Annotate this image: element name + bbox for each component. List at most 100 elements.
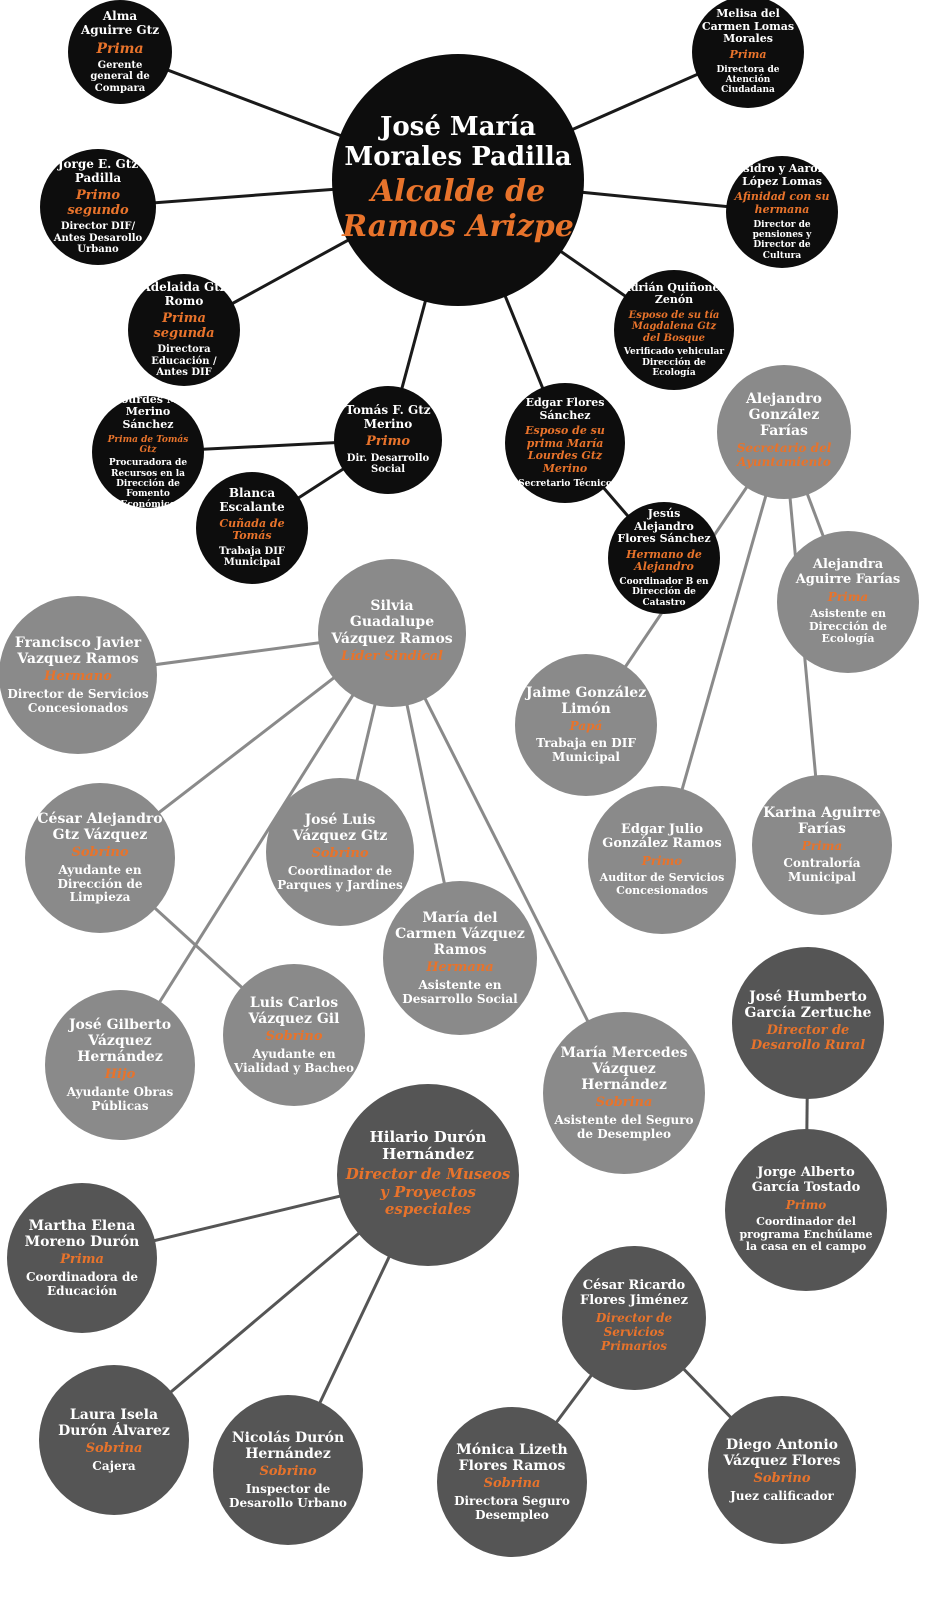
position-label: Directora de Atención Ciudadana <box>716 64 780 96</box>
position-label: Dir. Desarrollo Social <box>346 452 430 476</box>
person-name: César Alejandro Gtz Vázquez <box>37 810 163 843</box>
relation-label: Papá <box>569 719 603 734</box>
relation-label: Prima <box>96 40 144 57</box>
relation-label: Sobrino <box>753 1470 811 1486</box>
relation-label: Cuñada de Tomás <box>219 516 285 543</box>
person-name: Alejandra Aguirre Farías <box>795 557 901 588</box>
relation-label: Primo <box>785 1198 827 1213</box>
position-label: Trabaja en DIF Municipal <box>536 736 636 764</box>
relation-label: Esposo de su tía Magdalena Gtz del Bosqu… <box>628 309 720 344</box>
person-name: Jaime González Limón <box>525 685 647 718</box>
relation-label: Sobrina <box>483 1475 541 1491</box>
relation-label: Prima de Tomás Gtz <box>107 434 189 456</box>
person-name: Lourdes M. Merino Sánchez <box>113 392 183 432</box>
position-label: Trabaja DIF Municipal <box>219 545 285 569</box>
relation-label: Sobrina <box>85 1440 143 1456</box>
person-name: Jorge Alberto García Tostado <box>751 1165 861 1196</box>
person-name: José Luis Vázquez Gtz <box>292 811 388 844</box>
position-label: Contraloría Municipal <box>783 856 861 884</box>
person-name: Blanca Escalante <box>219 486 285 514</box>
person-name: Jorge E. Gtz Padilla <box>57 157 139 185</box>
person-name: Melisa del Carmen Lomas Morales <box>701 7 795 46</box>
position-label: Coordinador de Parques y Jardines <box>277 863 403 892</box>
position-label: Auditor de Servicios Concesionados <box>599 871 725 897</box>
person-name: Karina Aguirre Farías <box>763 805 881 838</box>
relation-label: Sobrina <box>595 1094 653 1110</box>
relation-label: Hermano <box>44 668 112 684</box>
position-label: Asistente del Seguro de Desempleo <box>554 1112 694 1141</box>
relation-label: Prima <box>827 590 869 605</box>
relation-label: Director de Museos y Proyectos especiale… <box>345 1165 511 1218</box>
person-name: Laura Isela Durón Álvarez <box>58 1406 170 1439</box>
person-name: Francisco Javier Vazquez Ramos <box>14 634 142 667</box>
position-label: Secretario Técnico <box>518 478 612 489</box>
person-name: Martha Elena Moreno Durón <box>24 1217 140 1250</box>
relation-label: Alcalde de Ramos Arizpe <box>342 174 574 244</box>
person-name: Hilario Durón Hernández <box>369 1127 487 1164</box>
person-name: Nicolás Durón Hernández <box>231 1429 345 1462</box>
relation-label: Prima <box>60 1251 104 1267</box>
relation-label: Prima <box>729 48 767 62</box>
position-label: Ayudante en Vialidad y Bacheo <box>233 1046 355 1075</box>
link-silvia-mercedes <box>390 632 626 1094</box>
position-label: Inspector de Desarollo Urbano <box>229 1481 347 1510</box>
position-label: Director de Servicios Concesionados <box>7 686 149 715</box>
person-name: Edgar Julio González Ramos <box>602 821 722 852</box>
person-name: Diego Antonio Vázquez Flores <box>723 1436 841 1469</box>
link-silvia-gilberto <box>118 632 394 1066</box>
position-label: Ayudante Obras Públicas <box>66 1084 174 1113</box>
relation-label: Secretario del Ayuntamiento <box>736 441 832 470</box>
position-label: Director DIF/ Antes Desarollo Urbano <box>53 221 143 256</box>
person-name: María del Carmen Vázquez Ramos <box>395 909 525 958</box>
person-name: Luis Carlos Vázquez Gil <box>248 994 340 1027</box>
person-name: Adelaida Gtz Romo <box>141 280 227 308</box>
position-label: Ayudante en Dirección de Limpieza <box>57 862 143 905</box>
relation-label: Director de Desarollo Rural <box>750 1023 866 1054</box>
relation-label: Sobrino <box>311 845 369 861</box>
person-name: José Humberto García Zertuche <box>744 988 872 1022</box>
relation-label: Sobrino <box>265 1028 323 1044</box>
person-name: Alma Aguirre Gtz <box>80 8 160 37</box>
position-label: Coordinadora de Educación <box>25 1269 139 1298</box>
person-name: Edgar Flores Sánchez <box>525 395 605 422</box>
position-label: Directora Seguro Desempleo <box>454 1493 570 1522</box>
position-label: Juez calificador <box>730 1488 834 1503</box>
person-name: Jesús Alejandro Flores Sánchez <box>617 506 711 546</box>
position-label: Cajera <box>92 1458 136 1473</box>
position-label: Procuradora de Recursos en la Dirección … <box>108 458 188 510</box>
position-label: Coordinador B en Dirección de Catastro <box>619 577 709 608</box>
position-label: Asistente en Desarrollo Social <box>402 977 518 1006</box>
relation-label: Primo <box>641 854 683 869</box>
relation-label: Prima segunda <box>153 310 215 341</box>
relation-label: Director de Servicios Primarios <box>595 1311 673 1353</box>
relation-label: Afinidad con su hermana <box>734 190 830 216</box>
person-name: Mónica Lizeth Flores Ramos <box>456 1441 568 1474</box>
relation-label: Hermana <box>426 959 494 975</box>
